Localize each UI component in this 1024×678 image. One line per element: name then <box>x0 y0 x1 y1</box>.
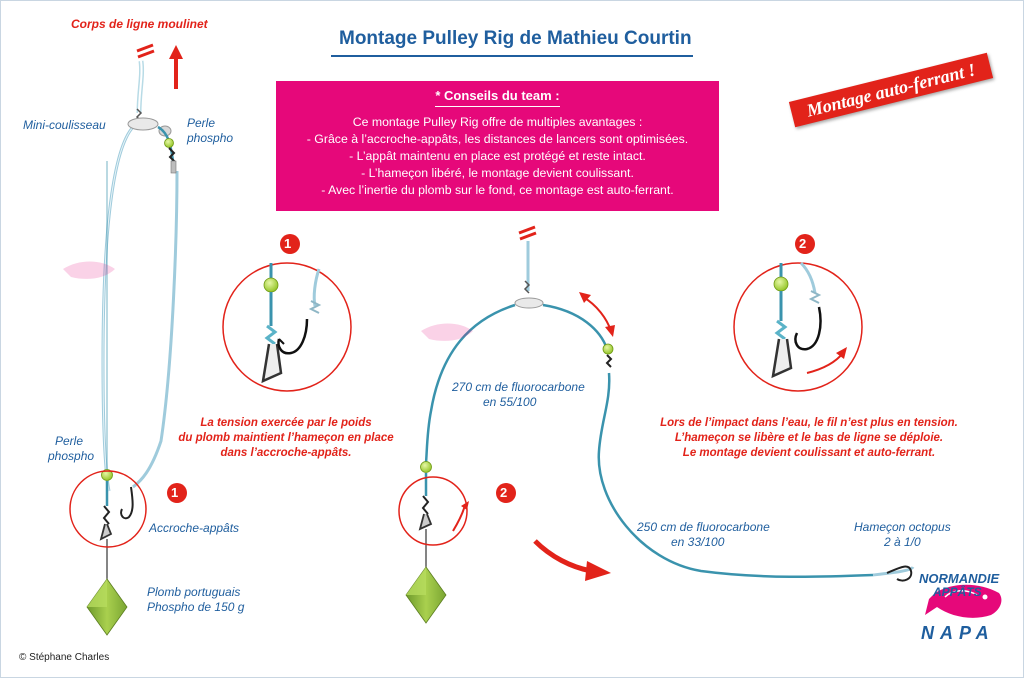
caption-line: du plomb maintient l’hameçon en place <box>178 432 394 444</box>
detail-1 <box>222 262 352 392</box>
step-badge-1a <box>280 234 300 254</box>
logo-napa: NAPA <box>921 623 995 643</box>
label-plomb-1: Plomb portuguais <box>147 585 241 599</box>
advice-line: - L’hameçon libéré, le montage devient c… <box>361 166 634 180</box>
label-corps-de-ligne: Corps de ligne moulinet <box>71 17 208 31</box>
label-fluoro-270-1: 270 cm de fluorocarbone <box>452 380 585 394</box>
center-cut-mark-icon <box>518 225 537 241</box>
logo-appats: APPÂTS <box>933 585 982 599</box>
label-perle-top-2: phospho <box>187 131 234 145</box>
top-phospho-bead <box>164 138 174 148</box>
caption-line: La tension exercée par le poids <box>200 417 372 429</box>
advice-line: - Avec l’inertie du plomb sur le fond, c… <box>321 183 674 197</box>
advice-panel: * Conseils du team : Ce montage Pulley R… <box>276 81 719 211</box>
caption-line: Lors de l’impact dans l’eau, le fil n’es… <box>660 417 958 429</box>
clip-highlight-circle <box>69 470 147 548</box>
pull-up-arrow-icon <box>169 45 183 89</box>
caption-line: Le montage devient coulissant et auto-fe… <box>682 447 936 459</box>
caption-step-2: Lors de l’impact dans l’eau, le fil n’es… <box>649 416 969 461</box>
label-perle-low-2: phospho <box>48 449 95 463</box>
label-hamecon-2: 2 à 1/0 <box>884 535 921 549</box>
detail-2 <box>733 261 863 392</box>
step-badge-2b <box>496 483 516 503</box>
line-cut-mark-icon <box>136 43 155 59</box>
main-rig <box>69 43 183 636</box>
advice-line: - Grâce à l’accroche-appâts, les distanc… <box>306 132 689 146</box>
swing-arrow-icon <box>579 292 615 337</box>
caption-line: dans l’accroche-appâts. <box>220 447 352 459</box>
napa-logo <box>925 584 1002 618</box>
watermark-logo <box>63 261 473 341</box>
page-title: Montage Pulley Rig de Mathieu Courtin <box>339 28 692 49</box>
label-perle-low-1: Perle <box>55 434 84 448</box>
label-fluoro-270-2: en 55/100 <box>483 395 537 409</box>
advice-line: - L’appât maintenu en place est protégé … <box>349 149 646 163</box>
step-number-2b: 2 <box>500 485 508 500</box>
label-fluoro-250-1: 250 cm de fluorocarbone <box>637 520 770 534</box>
label-mini-coulisseau: Mini-coulisseau <box>23 118 106 132</box>
label-hamecon-1: Hameçon octopus <box>854 520 951 534</box>
bait-clip <box>99 505 113 541</box>
label-plomb-2: Phospho de 150 g <box>147 600 245 614</box>
advice-heading: * Conseils du team : <box>435 88 560 107</box>
deployed-rig <box>398 225 915 624</box>
hook-small <box>120 486 134 520</box>
step-number-1a: 1 <box>284 236 292 251</box>
caption-line: L’hameçon se libère et le bas de ligne s… <box>674 432 944 444</box>
lower-phospho-bead <box>101 469 113 481</box>
step-badge-2a <box>795 234 815 254</box>
caption-step-1: La tension exercée par le poids du plomb… <box>173 416 399 461</box>
advice-line: Ce montage Pulley Rig offre de multiples… <box>352 115 643 129</box>
cast-arrow-icon <box>533 539 611 581</box>
step-number-1b: 1 <box>171 485 179 500</box>
copyright: © Stéphane Charles <box>19 652 110 663</box>
label-fluoro-250-2: en 33/100 <box>671 535 725 549</box>
logo-normandie: NORMANDIE <box>919 571 1000 586</box>
label-perle-top-1: Perle <box>187 116 216 130</box>
end-hook <box>886 565 913 582</box>
label-accroche-appats: Accroche-appâts <box>149 521 240 535</box>
title-underline <box>331 55 693 57</box>
lead-weight <box>86 578 128 636</box>
step-badge-1b <box>167 483 187 503</box>
step-number-2a: 2 <box>799 236 807 251</box>
